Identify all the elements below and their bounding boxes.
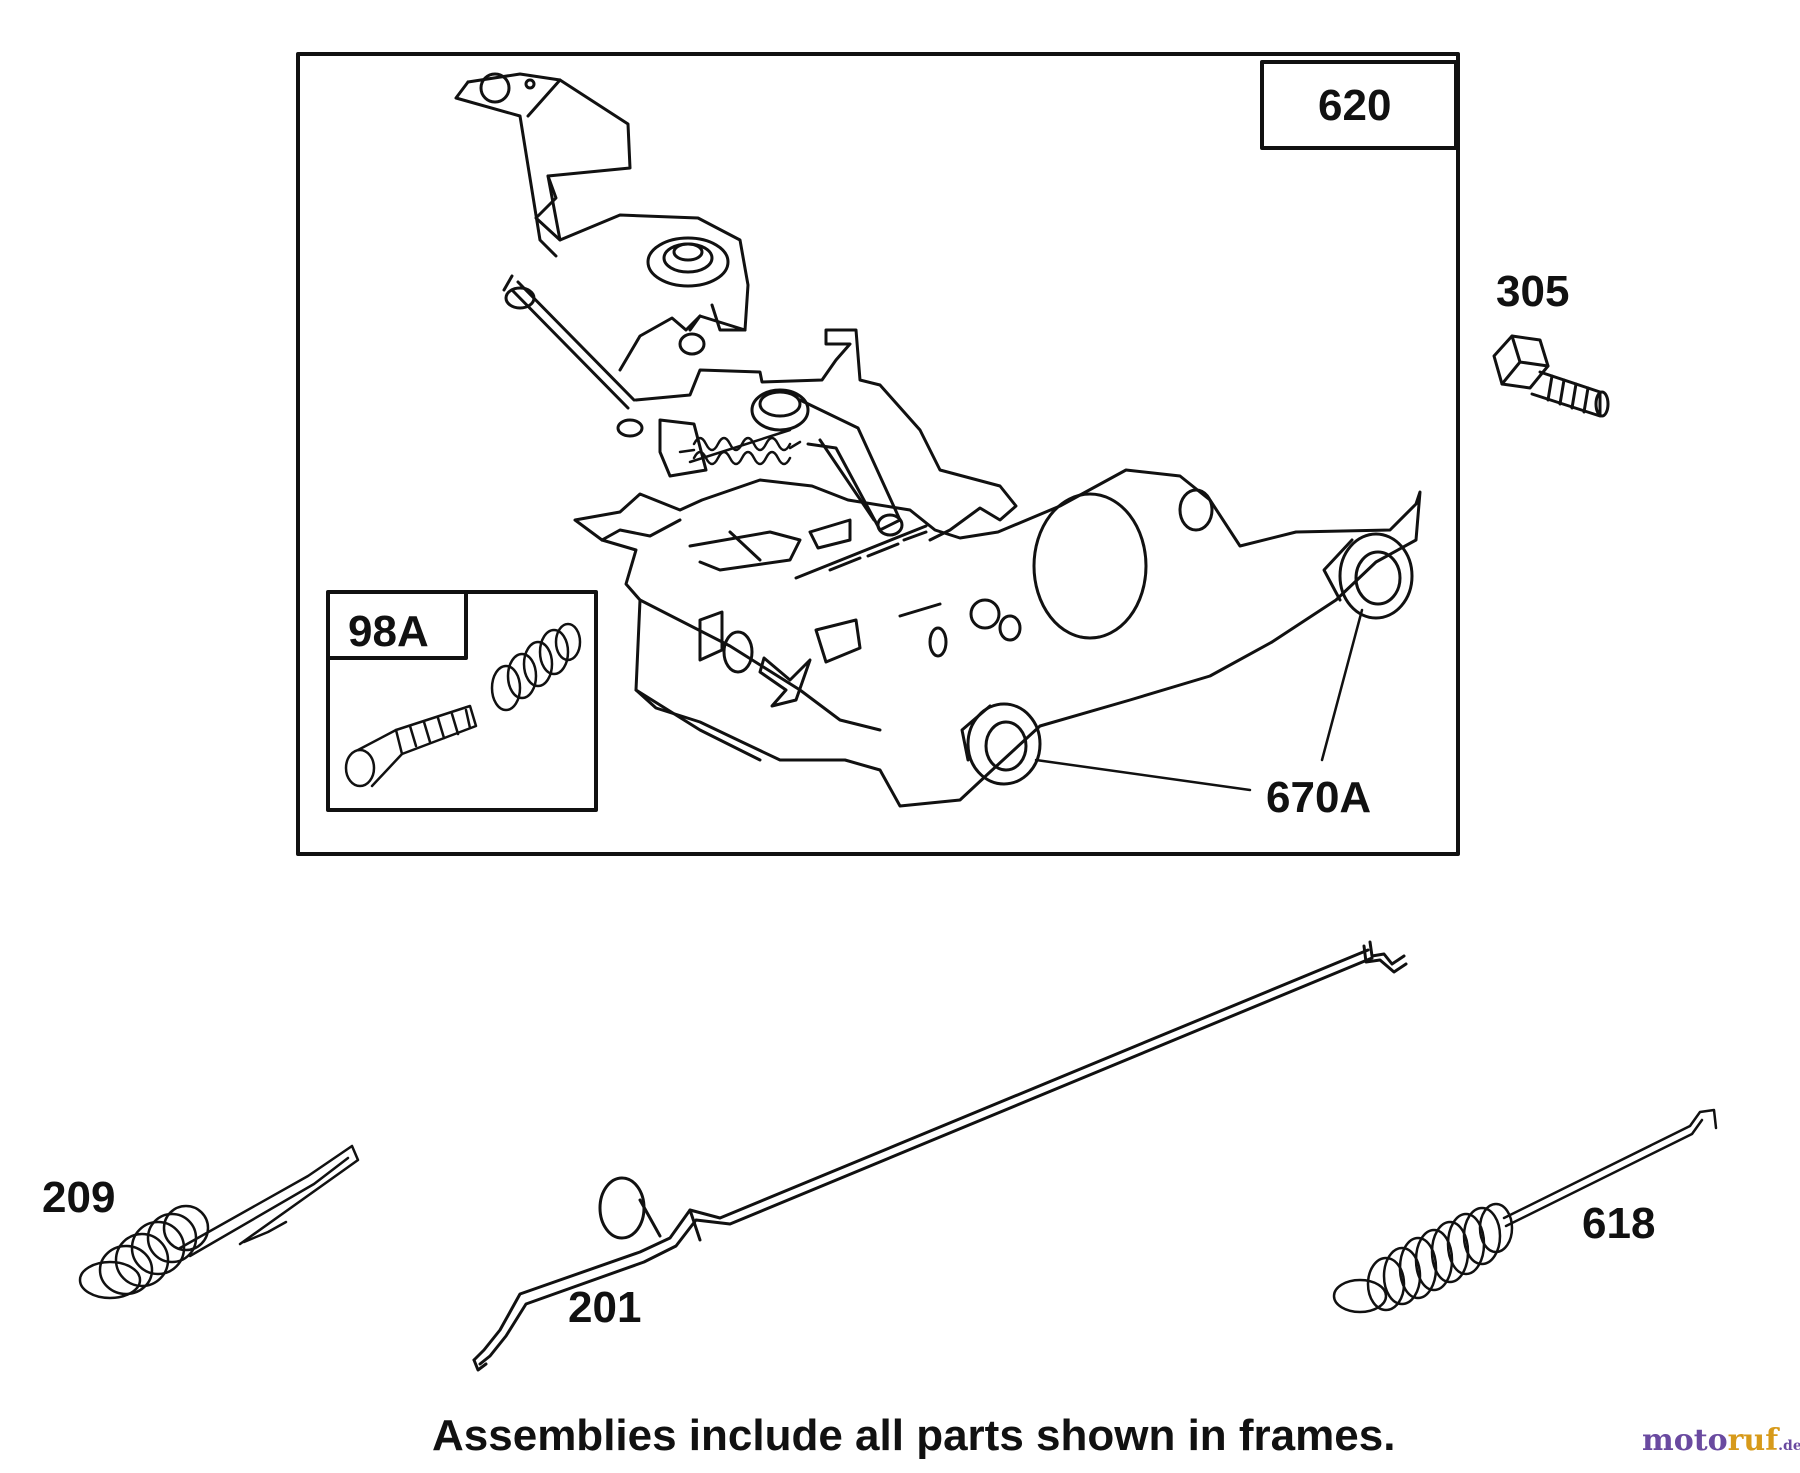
watermark-part-b: ruf xyxy=(1727,1423,1779,1458)
governor-spring-drawing xyxy=(78,1144,360,1300)
extension-spring-label: 618 xyxy=(1582,1199,1656,1248)
main-assembly-label: 620 xyxy=(1318,81,1392,130)
extension-spring-drawing xyxy=(1332,1108,1718,1314)
diagram-caption: Assemblies include all parts shown in fr… xyxy=(432,1411,1396,1460)
sub-assembly-frame xyxy=(326,590,598,812)
main-assembly-frame xyxy=(296,52,1460,856)
bracket-spring-drawing xyxy=(678,428,802,466)
bushing-upper-drawing xyxy=(1338,532,1414,620)
bolt-label: 305 xyxy=(1496,267,1570,316)
watermark-logo: motoruf.de xyxy=(1642,1426,1800,1456)
control-bracket-drawing xyxy=(454,72,1422,808)
main-assembly-label-box xyxy=(1260,60,1458,150)
leader-lines-670A xyxy=(1034,608,1364,792)
bolt-drawing xyxy=(1492,334,1610,418)
governor-spring-label: 209 xyxy=(42,1173,116,1222)
throttle-link-label: 201 xyxy=(568,1283,642,1332)
washers-label: 670A xyxy=(1266,773,1372,822)
adjust-spring-drawing xyxy=(490,622,582,712)
sub-assembly-label-box xyxy=(326,590,468,660)
throttle-link-drawing xyxy=(472,940,1408,1372)
adjust-screw-drawing xyxy=(344,704,478,788)
bushing-lower-drawing xyxy=(966,702,1042,786)
watermark-part-a: moto xyxy=(1642,1423,1728,1458)
watermark-part-c: .de xyxy=(1778,1438,1800,1454)
sub-assembly-label: 98A xyxy=(348,607,429,656)
